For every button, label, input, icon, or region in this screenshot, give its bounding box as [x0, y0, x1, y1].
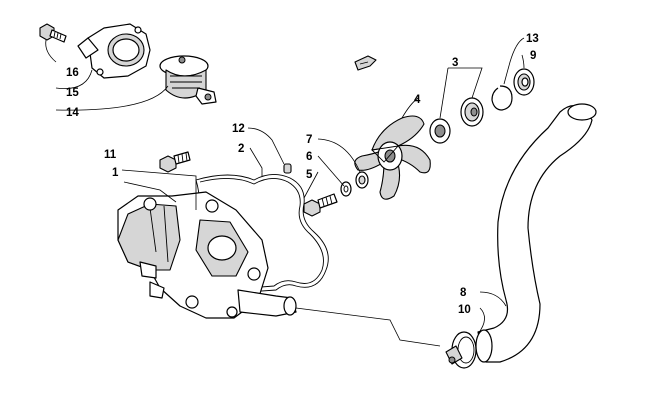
- callout-1: 1: [112, 167, 119, 179]
- dowel-pin-part-12: [283, 163, 292, 174]
- callout-8: 8: [460, 287, 467, 299]
- callout-3: 3: [452, 57, 458, 69]
- thermostat-part-14: [159, 55, 217, 105]
- hose-lower-end: [475, 329, 493, 363]
- circlip-part-13: [491, 85, 513, 111]
- callout-9: 9: [530, 50, 536, 62]
- callout-4: 4: [414, 94, 421, 106]
- bolt-part-5: [303, 193, 338, 217]
- callout-14: 14: [66, 107, 79, 119]
- bolt-part-16: [39, 23, 67, 43]
- callout-2: 2: [238, 143, 244, 155]
- washer-part-7: [355, 171, 369, 189]
- callout-6: 6: [306, 151, 312, 163]
- callout-15: 15: [66, 87, 79, 99]
- callout-10: 10: [458, 304, 471, 316]
- gasket-inner-edge: [199, 178, 324, 289]
- hose-part-8: [477, 105, 593, 363]
- callout-7: 7: [306, 134, 312, 146]
- thermostat-housing-part-15: [77, 23, 151, 79]
- callout-13: 13: [526, 33, 539, 45]
- fwd-arrow-icon: [354, 55, 377, 71]
- pump-housing-part-1: [117, 191, 297, 319]
- callout-11: 11: [104, 149, 117, 161]
- callout-16: 16: [66, 67, 79, 79]
- hose-upper-end: [567, 103, 597, 121]
- callout-12: 12: [232, 123, 245, 135]
- seal-part-3: [429, 97, 484, 144]
- bolt-part-11: [159, 151, 191, 173]
- callout-labels: 16 15 14 11 1 12 2 7 6 5 4 3 13 9 8 10: [66, 33, 539, 316]
- bearing-part-9: [513, 68, 535, 96]
- impeller-part-4: [354, 115, 431, 200]
- clamp-part-10: [445, 331, 477, 369]
- leader-lines: [45, 37, 525, 347]
- callout-5: 5: [306, 169, 313, 181]
